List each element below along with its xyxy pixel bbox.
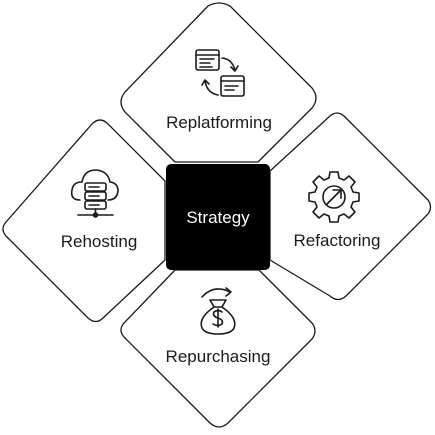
center-label: Strategy	[186, 208, 250, 227]
gear-arrow-icon	[308, 171, 360, 223]
bottom-diamond	[120, 269, 316, 428]
top-diamond	[120, 2, 317, 163]
center-box	[166, 164, 270, 270]
top-label: Replatforming	[166, 113, 272, 132]
bottom-label: Repurchasing	[166, 347, 271, 366]
left-diamond	[2, 119, 166, 323]
code-window-swap-icon	[195, 49, 245, 97]
right-label: Refactoring	[294, 231, 381, 250]
cloud-server-icon	[70, 169, 119, 218]
left-label: Rehosting	[61, 232, 138, 251]
right-diamond	[269, 112, 432, 301]
money-bag-icon	[200, 287, 236, 335]
